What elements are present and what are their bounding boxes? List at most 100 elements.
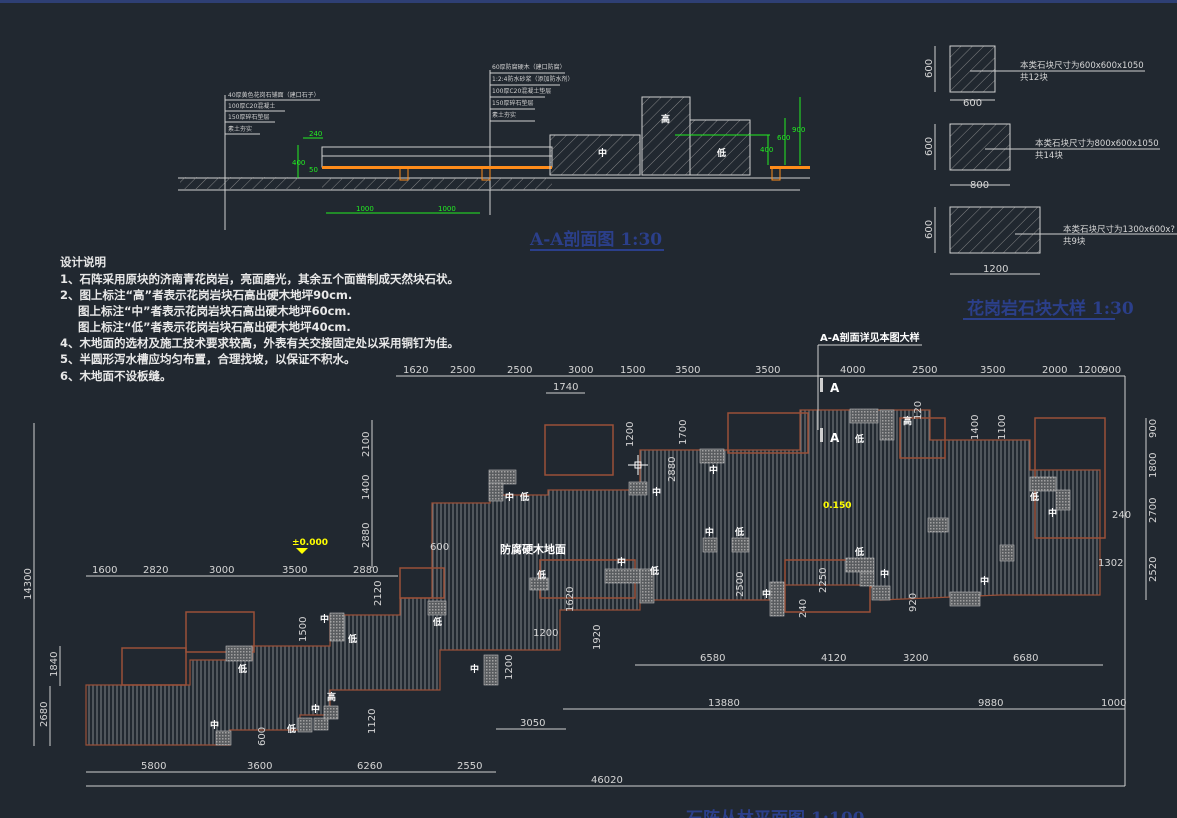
- svg-text:中: 中: [980, 575, 989, 587]
- svg-text:1120: 1120: [367, 709, 378, 734]
- window-top-border: [0, 0, 1177, 3]
- svg-text:中: 中: [762, 588, 771, 600]
- svg-text:5800: 5800: [141, 761, 166, 772]
- svg-text:1500: 1500: [298, 617, 309, 642]
- svg-text:1620: 1620: [403, 365, 428, 376]
- svg-text:高: 高: [327, 691, 336, 703]
- svg-text:高: 高: [903, 415, 912, 427]
- floor-label: 防腐硬木地面: [500, 542, 566, 556]
- svg-text:1500: 1500: [620, 365, 645, 376]
- svg-text:2500: 2500: [912, 365, 937, 376]
- section-layer-notes-left: 40厚黄色花岗石铺面（建口石子） 100厚C20混凝土 150厚碎石垫层 素土夯…: [225, 91, 320, 135]
- section-title: A-A剖面图 1:30: [529, 229, 662, 250]
- svg-text:2880: 2880: [361, 523, 372, 548]
- svg-text:3050: 3050: [520, 718, 545, 729]
- svg-text:低: 低: [347, 633, 357, 645]
- section-callout[interactable]: A-A剖面详见本图大样: [820, 331, 920, 344]
- svg-text:1、石阵采用原块的济南青花岗岩，亮面磨光，其余五个面凿制成天: 1、石阵采用原块的济南青花岗岩，亮面磨光，其余五个面凿制成天然块石状。: [60, 272, 459, 286]
- svg-text:600: 600: [257, 727, 268, 746]
- planter-box: [544, 424, 614, 476]
- svg-text:2250: 2250: [818, 568, 829, 593]
- svg-text:3200: 3200: [903, 653, 928, 664]
- svg-text:600: 600: [963, 98, 982, 109]
- section-dimensions: 240 400 50 1000 1000 400 600 900: [292, 97, 805, 214]
- svg-text:1400: 1400: [361, 475, 372, 500]
- svg-text:1700: 1700: [678, 420, 689, 445]
- svg-text:图上标注“低”者表示花岗岩块石高出硬木地坪40cm.: 图上标注“低”者表示花岗岩块石高出硬木地坪40cm.: [78, 320, 351, 334]
- svg-text:3000: 3000: [568, 365, 593, 376]
- svg-text:150厚碎石垫层: 150厚碎石垫层: [228, 113, 269, 121]
- svg-text:共9块: 共9块: [1063, 236, 1086, 247]
- svg-text:1600: 1600: [92, 565, 117, 576]
- svg-text:1400: 1400: [970, 415, 981, 440]
- svg-text:1:2:4防水砂浆（添加防水剂）: 1:2:4防水砂浆（添加防水剂）: [492, 75, 574, 83]
- svg-text:低: 低: [734, 526, 744, 538]
- svg-text:800: 800: [970, 180, 989, 191]
- svg-text:600: 600: [777, 134, 790, 142]
- section-stone-high: [641, 96, 691, 176]
- svg-text:低: 低: [432, 616, 442, 628]
- svg-text:120: 120: [913, 401, 924, 420]
- svg-text:1302: 1302: [1098, 558, 1123, 569]
- wood-deck-floor: [85, 409, 1101, 746]
- svg-text:1920: 1920: [592, 625, 603, 650]
- section-marker[interactable]: A: [830, 431, 840, 445]
- section-stone-mid: [549, 134, 641, 176]
- svg-text:2500: 2500: [735, 572, 746, 597]
- svg-text:240: 240: [309, 130, 322, 138]
- svg-text:900: 900: [792, 126, 805, 134]
- svg-text:1000: 1000: [356, 205, 374, 213]
- svg-text:1200: 1200: [625, 422, 636, 447]
- svg-text:920: 920: [908, 593, 919, 612]
- svg-text:2100: 2100: [361, 432, 372, 457]
- svg-text:1200: 1200: [983, 264, 1008, 275]
- svg-text:1840: 1840: [49, 652, 60, 677]
- svg-text:设计说明: 设计说明: [60, 255, 106, 269]
- svg-text:400: 400: [292, 159, 305, 167]
- svg-text:4、木地面的选材及施工技术要求较高，外表有关交接固定处以采用: 4、木地面的选材及施工技术要求较高，外表有关交接固定处以采用铜钉为佳。: [60, 336, 459, 350]
- svg-text:1200: 1200: [1078, 365, 1103, 376]
- svg-text:6、木地面不设板缝。: 6、木地面不设板缝。: [60, 369, 172, 383]
- svg-text:600: 600: [924, 137, 935, 156]
- planter-box: [727, 412, 809, 454]
- stone-block-600: [949, 45, 996, 93]
- svg-text:低: 低: [1029, 491, 1039, 503]
- svg-text:低: 低: [854, 546, 864, 558]
- svg-text:3500: 3500: [980, 365, 1005, 376]
- svg-text:2500: 2500: [450, 365, 475, 376]
- svg-text:3500: 3500: [755, 365, 780, 376]
- svg-text:60厚防腐硬木（建口防腐）: 60厚防腐硬木（建口防腐）: [492, 63, 566, 71]
- svg-text:低: 低: [649, 565, 659, 577]
- section-marker[interactable]: A: [830, 381, 840, 395]
- dimension-lines: [33, 375, 1147, 787]
- svg-text:2820: 2820: [143, 565, 168, 576]
- svg-text:3000: 3000: [209, 565, 234, 576]
- stone-detail: 600 600 本类石块尺寸为600x600x1050 共12块 600 800…: [924, 45, 1177, 320]
- svg-text:4000: 4000: [840, 365, 865, 376]
- section-a-a: 中 高 低 240 400 50 1000 1000 400 600 900 4…: [178, 63, 810, 251]
- svg-text:2880: 2880: [353, 565, 378, 576]
- svg-text:1200: 1200: [533, 628, 558, 639]
- svg-text:3500: 3500: [675, 365, 700, 376]
- svg-text:13880: 13880: [708, 698, 740, 709]
- svg-text:100厚C20混凝土垫层: 100厚C20混凝土垫层: [492, 87, 551, 95]
- svg-text:100厚C20混凝土: 100厚C20混凝土: [228, 102, 275, 110]
- planter-box: [121, 647, 187, 686]
- stone-block-1200: [949, 206, 1041, 254]
- svg-text:150厚碎石垫层: 150厚碎石垫层: [492, 99, 533, 107]
- svg-text:低: 低: [519, 491, 529, 503]
- elevation-marker: ±0.000: [292, 538, 328, 548]
- svg-text:2500: 2500: [507, 365, 532, 376]
- svg-text:3500: 3500: [282, 565, 307, 576]
- svg-text:2120: 2120: [373, 581, 384, 606]
- section-cut-line: [820, 378, 823, 392]
- svg-text:40厚黄色花岗石铺面（建口石子）: 40厚黄色花岗石铺面（建口石子）: [228, 91, 320, 99]
- section-stone-low: [689, 119, 751, 176]
- svg-text:50: 50: [309, 166, 318, 174]
- svg-text:2520: 2520: [1148, 557, 1159, 582]
- svg-text:1200: 1200: [504, 655, 515, 680]
- svg-text:400: 400: [760, 146, 773, 154]
- elevation-marker: 0.150: [823, 501, 851, 511]
- svg-text:素土夯实: 素土夯实: [492, 111, 516, 119]
